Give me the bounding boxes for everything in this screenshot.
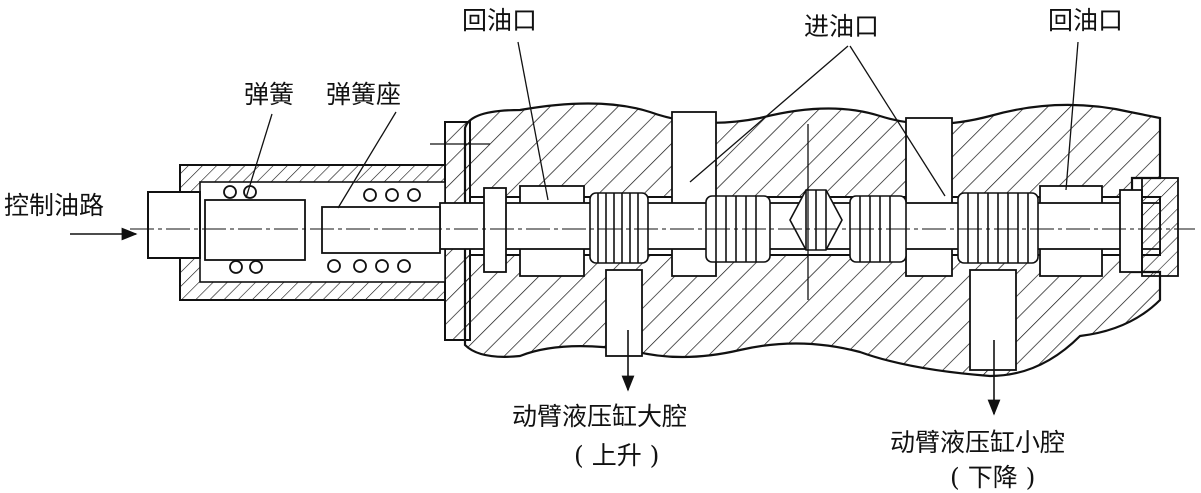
spool-piston-left (483, 187, 507, 273)
inlet-channel-b (905, 117, 953, 277)
spool-land-1 (589, 192, 649, 264)
spring-seat (321, 206, 441, 254)
boom-large-chamber-sub-label: ( 上升 ) (574, 441, 660, 470)
spool-end-collar (1119, 189, 1143, 273)
boom-small-chamber-label: 动臂液压缸小腔 (890, 428, 1066, 457)
spring-sleeve (204, 199, 306, 261)
boom-large-chamber-label: 动臂液压缸大腔 (512, 402, 688, 431)
return-port-left-label: 回油口 (462, 6, 538, 35)
end-cap (1141, 177, 1179, 277)
spring-label: 弹簧 (244, 80, 295, 109)
control-inlet-cap (147, 191, 201, 259)
spool-land-3 (789, 189, 843, 251)
small-chamber-port (969, 269, 1017, 371)
inlet-port-label: 进油口 (804, 12, 880, 41)
control-line-label: 控制油路 (4, 191, 105, 220)
return-port-right-label: 回油口 (1048, 6, 1124, 35)
boom-small-chamber-sub-label: ( 下降 ) (950, 463, 1036, 492)
spring-seat-label: 弹簧座 (326, 80, 402, 109)
large-chamber-port (605, 269, 643, 357)
spool-land-5 (957, 192, 1039, 264)
leader-lines (245, 41, 1079, 300)
